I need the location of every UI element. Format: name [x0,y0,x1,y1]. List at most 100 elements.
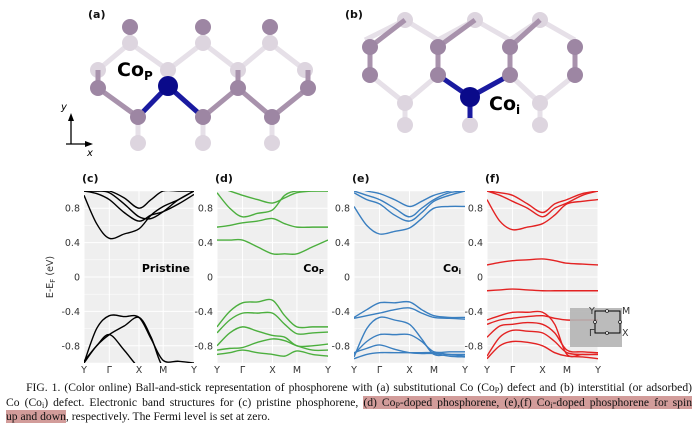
band-line-2 [217,217,328,229]
panel-title: Pristine [142,262,190,275]
x-tick-label: M [563,365,571,376]
y-tick-label: -0.8 [331,341,350,352]
band-line-5 [354,307,465,320]
band-line-7 [217,338,328,352]
band-line-8 [217,349,328,357]
band-line-7 [487,321,598,354]
structure-panel-a [90,19,316,151]
phosphorus-atom [567,67,583,83]
y-tick-label: -0.4 [61,307,80,318]
bond [96,85,140,120]
phosphorus-atom [502,39,518,55]
panel-label: (c) [82,172,99,185]
figure-caption: FIG. 1. (Color online) Ball-and-stick re… [6,381,692,425]
phosphorus-atom-back [264,135,280,151]
caption-text: -doped phosphorene for spin [552,395,692,409]
band-line-2 [487,191,598,214]
phosphorus-atom [230,80,246,96]
phosphorus-atom [130,109,146,125]
y-tick-label: 0.4 [468,238,483,249]
x-tick-label: Y [461,365,468,376]
x-axis-indicator-label: x [86,148,93,159]
caption-text: ) defect and (b) interstitial (or adsorb… [499,381,692,394]
phosphorus-atom [362,39,378,55]
phosphorus-atom [122,19,138,35]
phosphorus-atom [195,19,211,35]
y-tick-label: -0.4 [331,307,350,318]
x-tick-label: X [406,365,413,376]
x-tick-label: M [430,365,438,376]
x-tick-label: X [269,365,276,376]
y-tick-label: 0 [477,273,483,284]
x-tick-label: Y [213,365,220,376]
phosphorus-atom-back [160,62,176,78]
band-line-6 [84,333,136,363]
x-tick-label: M [159,365,167,376]
band-line-1 [354,191,465,222]
k-point-marker [593,320,597,324]
caption-text: , respectively. The Fermi level is set a… [65,410,271,424]
phosphorus-atom-back [195,35,211,51]
y-tick-label: 0.4 [65,238,80,249]
band-line-5 [217,311,328,335]
caption-text: Co (Co [6,395,42,409]
caption-line-3: up and down, respectively. The Fermi lev… [6,410,692,425]
phosphorus-atom [502,67,518,83]
phosphorus-atom-back [397,95,413,111]
phosphorus-atom-back [262,35,278,51]
band-line-0 [354,205,465,235]
band-line-4 [487,288,598,292]
band-line-3 [364,191,453,208]
y-tick-label: -0.8 [464,341,483,352]
caption-line-1: FIG. 1. (Color online) Ball-and-stick re… [6,381,692,396]
band-line-9 [487,340,598,360]
y-tick-label: 0.4 [198,238,213,249]
band-line-0 [217,191,328,218]
axes-indicator: y x [60,102,93,159]
panel-title-text: Co [443,262,459,275]
caption-text: FIG. 1. (Color online) Ball-and-stick re… [26,381,495,394]
inset-label: Y [588,306,595,317]
x-tick-label: M [293,365,301,376]
caption-highlight[interactable]: (d) CoP-doped phosphorene, (e),(f) Coi-d… [363,395,692,410]
panel-label-b: (b) [345,8,363,21]
y-axis-label: E-EF (eV) [45,256,57,298]
x-tick-label: Γ [510,365,516,376]
y-tick-label: -0.8 [61,341,80,352]
phosphorus-atom [90,80,106,96]
band-line-3 [487,258,598,266]
band-line-6 [217,326,328,348]
y-tick-label: -0.8 [194,341,213,352]
phosphorus-atom-back [122,35,138,51]
y-tick-label: 0.8 [65,204,80,215]
x-tick-label: Γ [240,365,246,376]
phosphorus-atom-back [397,117,413,133]
y-tick-label: 0 [207,273,213,284]
phosphorus-atom-back [532,117,548,133]
k-point-marker [605,331,609,335]
band-line-0 [84,191,194,240]
y-tick-label: 0.4 [335,238,350,249]
phosphorus-atom [262,19,278,35]
band-line-5 [487,310,598,358]
panel-title-sub: i [459,268,461,276]
phosphorus-atom [264,109,280,125]
panel-label: (d) [215,172,233,185]
x-tick-label: Y [483,365,490,376]
x-tick-label: X [539,365,546,376]
phosphorus-atom [430,67,446,83]
caption-highlight[interactable]: up and down [6,410,66,424]
k-point-marker [618,320,622,324]
band-line-1 [84,191,194,222]
inset-label: M [622,306,630,317]
band-line-3 [217,238,328,255]
panel-label: (e) [352,172,370,185]
caption-sub: i [41,400,45,410]
phosphorus-atom-back [532,95,548,111]
caption-sub: i [550,400,553,410]
cobalt-atom [460,87,480,107]
y-tick-label: 0.8 [198,204,213,215]
band-line-9 [354,351,465,360]
x-tick-label: Y [324,365,331,376]
